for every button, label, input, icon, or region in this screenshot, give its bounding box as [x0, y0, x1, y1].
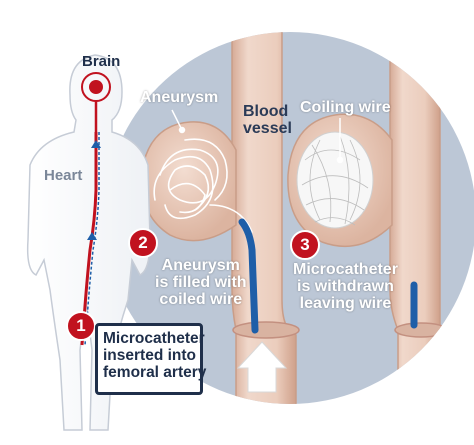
blood-vessel-left: [140, 32, 300, 404]
aneurysm-label: Aneurysm: [140, 89, 219, 106]
step-3-text: Microcatheter is withdrawn leaving wire: [293, 261, 398, 312]
pointer-lines: [171, 109, 344, 164]
heart-label: Heart: [44, 167, 83, 184]
blood-vessel-label: Blood vessel: [243, 103, 292, 137]
microcatheter-2: [238, 218, 259, 334]
step-2-badge: 2: [128, 228, 158, 258]
blood-flow-arrow: [236, 341, 288, 393]
step-2-text: Aneurysm is filled with coiled wire: [155, 257, 247, 308]
coiled-wire-2: [153, 138, 253, 233]
coiling-wire-label: Coiling wire: [300, 99, 391, 116]
step-1-callout: Microcatheter inserted into femoral arte…: [95, 323, 207, 395]
coiled-wire-3: [296, 131, 374, 229]
step-1-text: Microcatheter inserted into femoral arte…: [103, 330, 207, 382]
step-3-badge: 3: [290, 230, 320, 260]
step-1-badge: 1: [66, 311, 96, 341]
brain-label: Brain: [82, 53, 121, 70]
